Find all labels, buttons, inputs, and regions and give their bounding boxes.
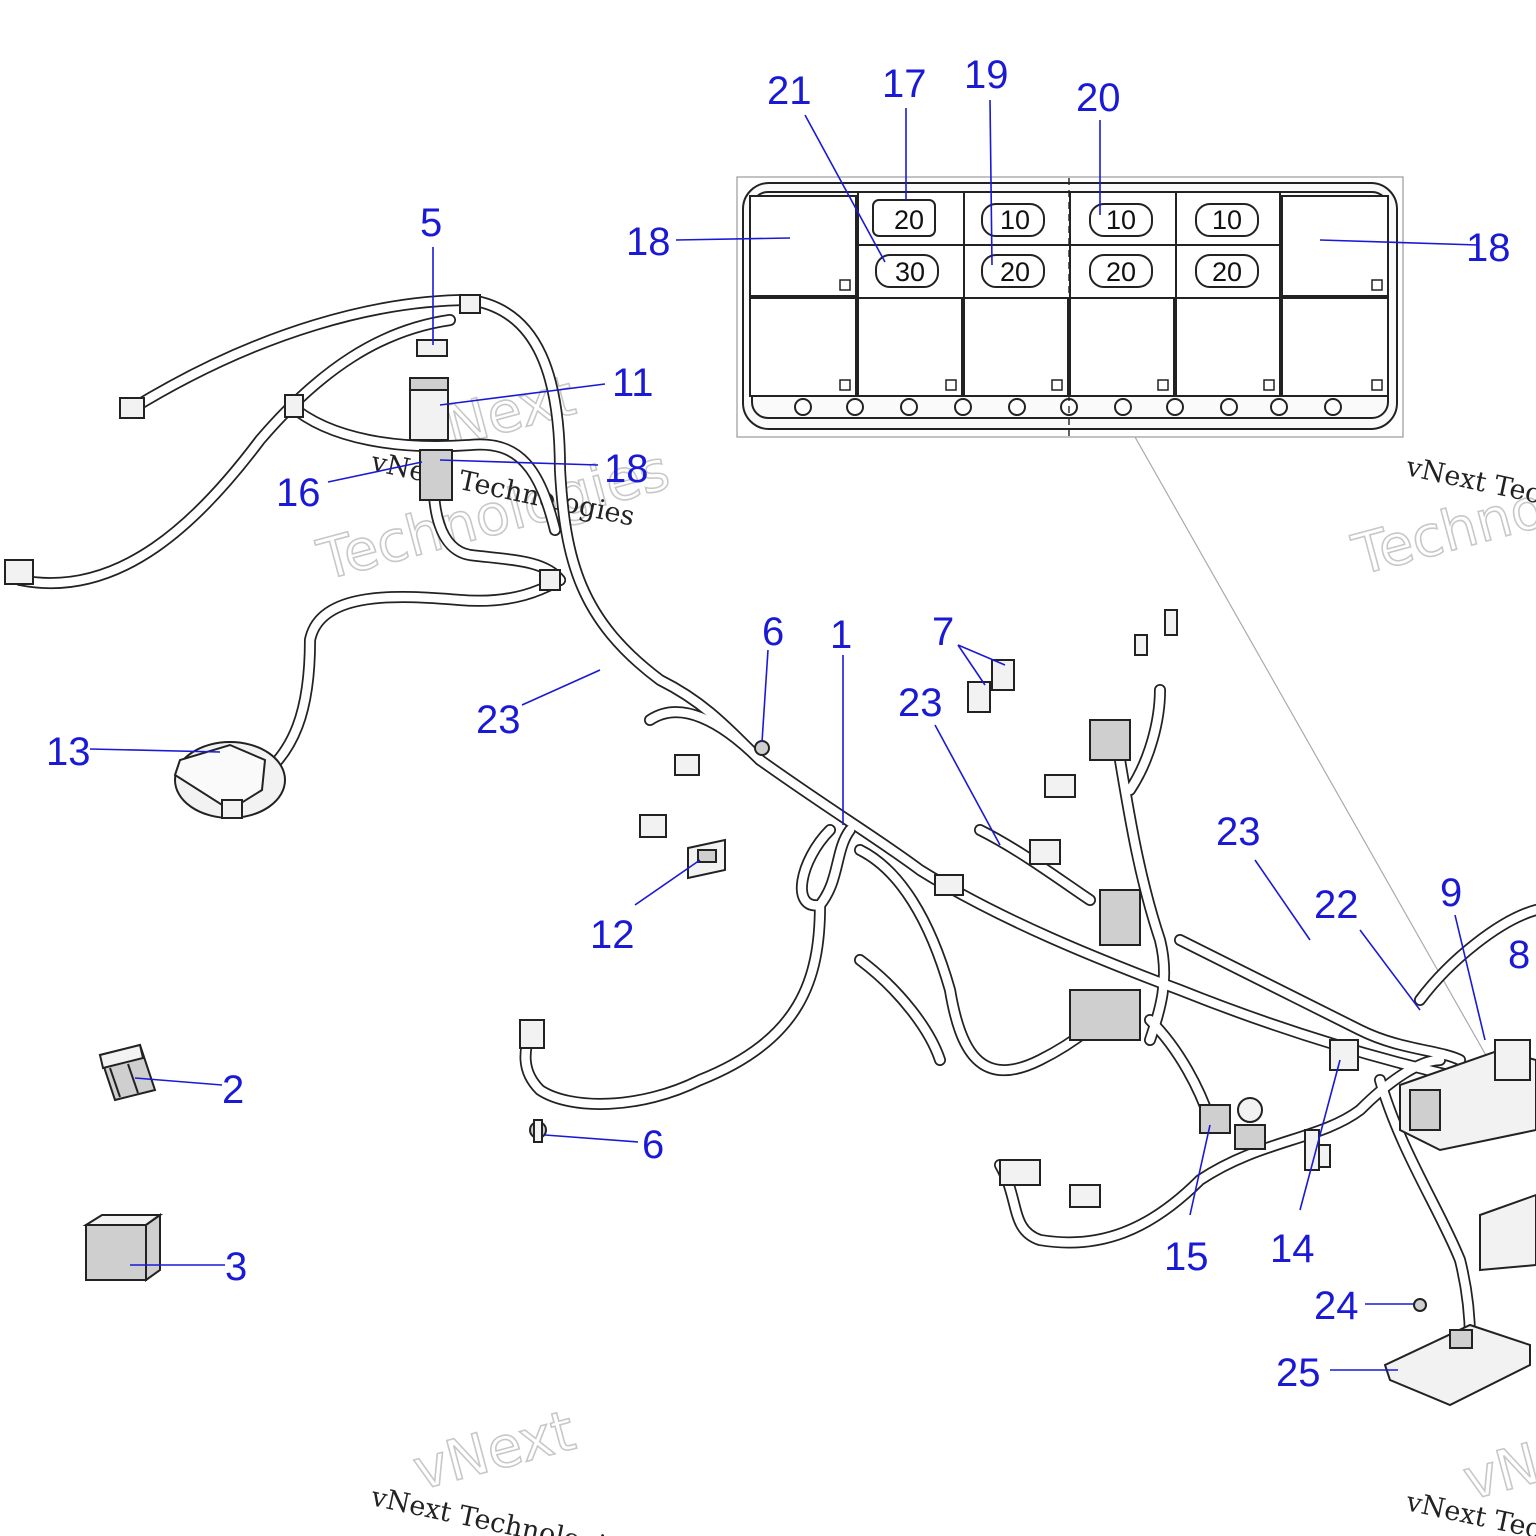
watermark-bottom-right: vNext vNext Technologies (1403, 1408, 1536, 1536)
inset-frame (736, 176, 1404, 438)
callout-18-harness: 18 (604, 447, 649, 491)
harness-wire-inner-13 (995, 1055, 1445, 1247)
end-connectors (4, 294, 700, 1049)
harness-wire-inner-3 (285, 400, 560, 535)
harness-wire-inner-14 (1375, 1075, 1475, 1345)
watermark-script-text: vNext Technologies (368, 1481, 638, 1536)
fuse-box-inset: 20 10 10 10 30 20 20 20 (736, 176, 1404, 438)
callout-6-upper: 6 (762, 610, 784, 654)
callout-24: 24 (1314, 1284, 1359, 1328)
callout-20: 20 (1076, 76, 1121, 120)
ecu-module (1479, 1193, 1536, 1272)
fuse-row-top: 20 10 10 10 (872, 199, 1259, 237)
fuse-rating-top-2: 10 (1000, 205, 1030, 235)
fuse-rating-top-4: 10 (1212, 205, 1242, 235)
callout-17: 17 (882, 62, 927, 106)
main-harness-highlight (15, 295, 1536, 1345)
callout-2: 2 (222, 1068, 244, 1112)
relay-bottom-5 (1175, 297, 1281, 397)
harness-wire-13 (994, 1054, 1446, 1249)
callout-5: 5 (420, 201, 442, 245)
fuse-row-bottom: 30 20 20 20 (875, 254, 1259, 288)
harness-wire-inner-16 (1175, 935, 1465, 1065)
callout-7: 7 (932, 610, 954, 654)
part-15-socket (1237, 1097, 1263, 1123)
part-3-cap (82, 1213, 164, 1282)
part-14-sensor (1304, 1129, 1320, 1171)
callout-18-inset-right: 18 (1466, 226, 1511, 270)
callout-8: 8 (1508, 933, 1530, 977)
callout-19: 19 (964, 53, 1009, 97)
relay-top-left (749, 195, 857, 297)
callout-23-middle: 23 (898, 681, 943, 725)
relay-bottom-6 (1281, 297, 1389, 397)
callout-16: 16 (276, 471, 321, 515)
harness-wire-inner-15 (1415, 905, 1536, 1005)
callout-23-right: 23 (1216, 810, 1261, 854)
fuse-rating-top-1: 20 (894, 205, 924, 235)
part-11-relay (409, 377, 449, 441)
harness-wire-inner-6 (645, 707, 765, 765)
relay-top-right (1281, 195, 1389, 297)
callout-9: 9 (1440, 871, 1462, 915)
callout-22: 22 (1314, 883, 1359, 927)
harness-wire-inner-2 (15, 315, 455, 588)
relay-bottom-3 (963, 297, 1069, 397)
relay-bottom-1 (749, 297, 857, 397)
harness-wire-8 (519, 899, 826, 1110)
part-2-boot (98, 1043, 157, 1102)
part-8-relay-block (1494, 1039, 1531, 1081)
harness-wire-inner-17 (1125, 685, 1165, 795)
callout-labels: 1 2 3 5 6 6 7 8 9 11 12 13 14 15 16 17 1… (46, 53, 1530, 1395)
callout-25: 25 (1276, 1351, 1321, 1395)
callout-14: 14 (1270, 1227, 1315, 1271)
watermark-outline-vnext: vNext (1457, 1408, 1536, 1513)
fuse-rating-top-3: 10 (1106, 205, 1136, 235)
watermark-top-right: Technologies vNext Technologies (1345, 432, 1536, 590)
harness-wire-inner-11 (1115, 755, 1169, 1045)
part-6-push-pin-top (754, 740, 770, 756)
part-16-module (419, 449, 453, 501)
harness-wire-5 (234, 574, 566, 796)
callout-11: 11 (612, 361, 654, 405)
relay-bottom-2 (857, 297, 963, 397)
watermark-bottom-left: vNext vNext Technologies (368, 1398, 638, 1536)
fuse-rating-bottom-2: 20 (1000, 257, 1030, 287)
callout-18-inset-left: 18 (626, 220, 671, 264)
callout-3: 3 (225, 1245, 247, 1289)
callout-1: 1 (830, 613, 852, 657)
part-12-switch (687, 838, 726, 880)
harness-wire-inner-10 (855, 955, 945, 1065)
relay-bottom-4 (1069, 297, 1175, 397)
watermark-outline-technologies: Technologies (1346, 433, 1536, 589)
part-13-horn (173, 741, 286, 819)
callout-12: 12 (590, 913, 635, 957)
callout-13: 13 (46, 730, 91, 774)
leader-lines (89, 99, 1486, 1371)
part-6-push-pin (529, 1119, 547, 1143)
callout-23-left: 23 (476, 698, 521, 742)
watermark-outline-vnext: vNext (407, 1398, 582, 1503)
fuse-rating-bottom-3: 20 (1106, 257, 1136, 287)
callout-21: 21 (767, 69, 812, 113)
callout-6-lower: 6 (642, 1123, 664, 1167)
fuse-rating-bottom-1: 30 (895, 257, 925, 287)
part-5-clip (416, 339, 448, 357)
callout-15: 15 (1164, 1235, 1209, 1279)
fuse-rating-bottom-4: 20 (1212, 257, 1242, 287)
harness-wire-inner-5 (235, 575, 565, 795)
part-24-screw (1413, 1298, 1427, 1312)
harness-wire-inner-8 (521, 900, 825, 1109)
connector-cluster (934, 609, 1359, 1208)
part-25-bracket (1383, 1323, 1531, 1407)
